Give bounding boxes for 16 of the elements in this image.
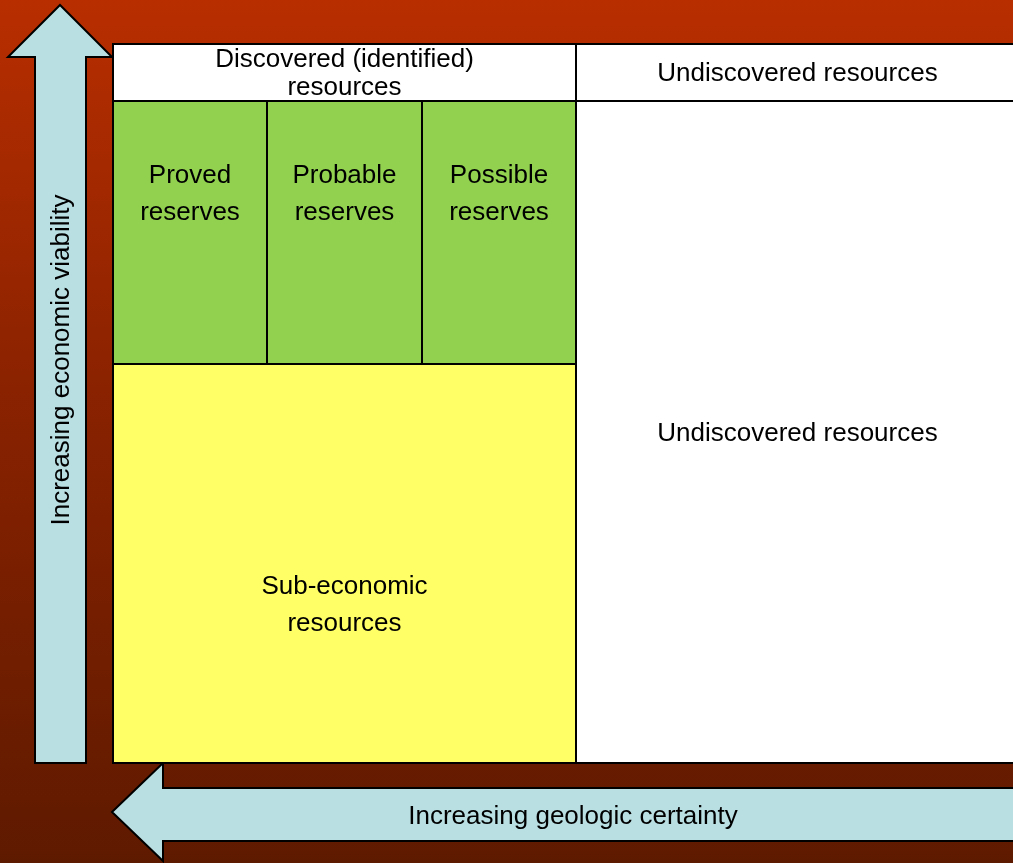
column-header xyxy=(112,43,577,102)
axis-label: Increasing geologic certainty xyxy=(408,799,738,831)
axis-label: Increasing economic viability xyxy=(44,194,76,526)
cell-text: Probable reserves xyxy=(291,158,398,228)
reserve-category xyxy=(266,100,423,365)
cell-text: Possible reserves xyxy=(448,158,550,228)
resource-category xyxy=(575,100,1013,764)
column-header xyxy=(575,43,1013,102)
cell-text: Undiscovered resources xyxy=(657,56,938,90)
cell-text: Discovered (identified) resources xyxy=(214,45,475,100)
cell-text: Sub-economic resources xyxy=(260,569,429,639)
cell-text: Undiscovered resources xyxy=(657,415,938,449)
reserve-category xyxy=(421,100,577,365)
resource-category xyxy=(112,363,577,764)
reserve-category xyxy=(112,100,268,365)
cell-text: Proved reserves xyxy=(139,158,241,228)
